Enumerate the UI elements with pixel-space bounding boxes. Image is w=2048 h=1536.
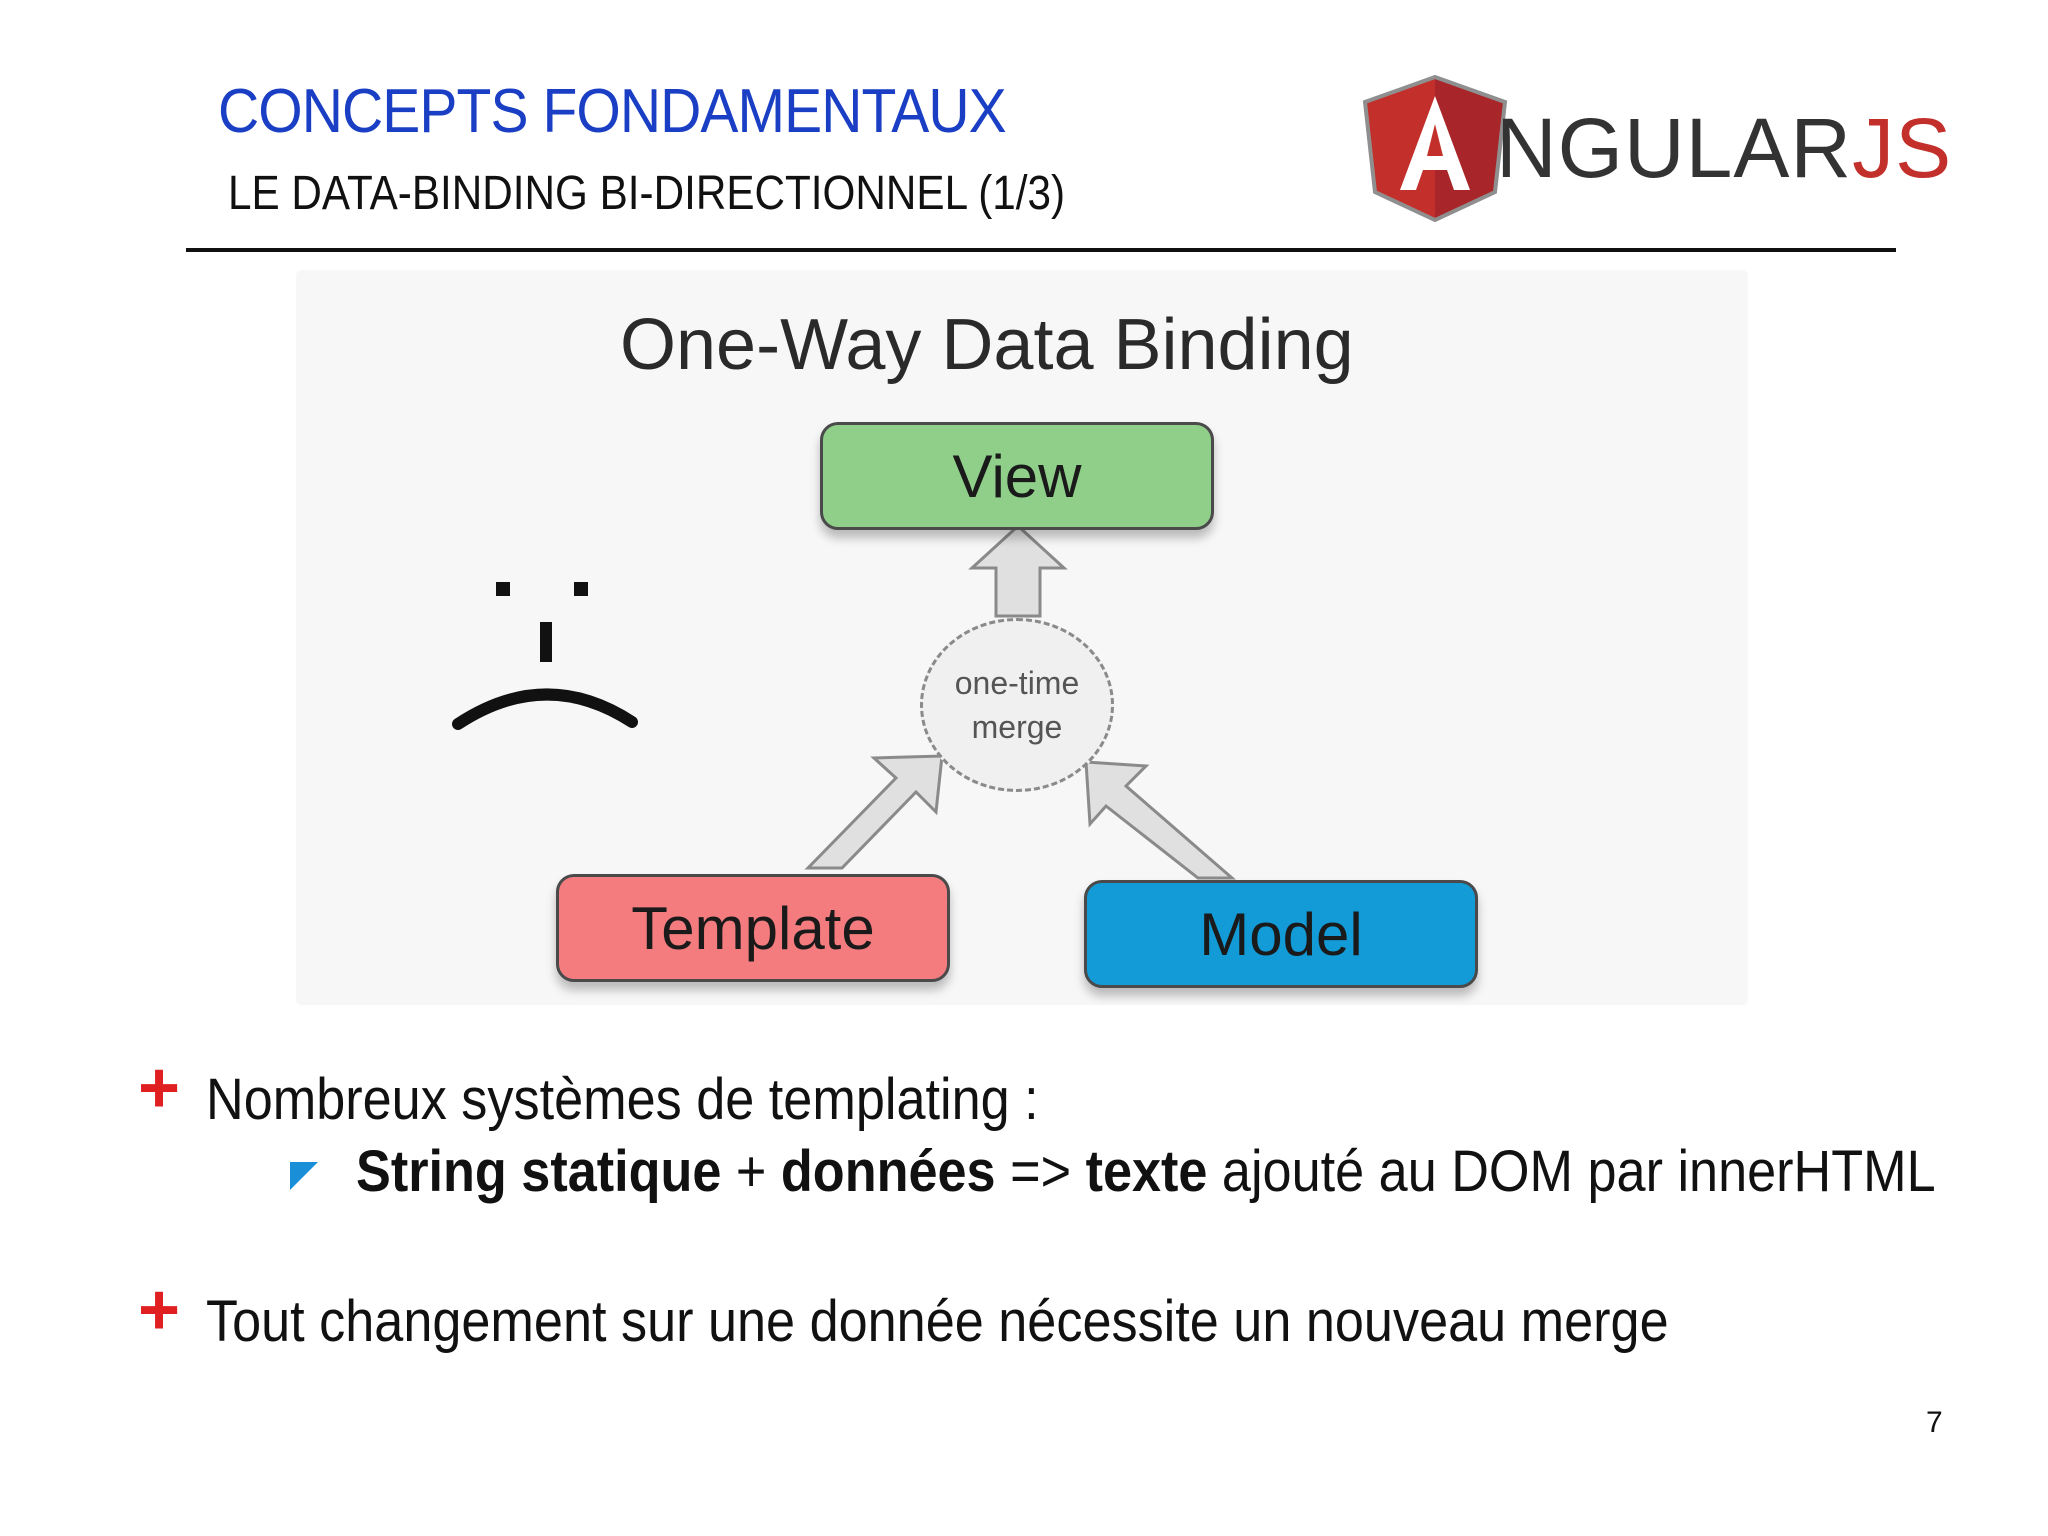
bullet-first-text: Nombreux systèmes de templating : xyxy=(206,1067,1039,1132)
sub-bullet-bold-string: String statique xyxy=(356,1139,722,1204)
bullet-second-text: Tout changement sur une donnée nécessite… xyxy=(206,1289,1669,1354)
sub-bullet-arrow-icon xyxy=(290,1162,318,1190)
arrow-to-view-icon xyxy=(968,523,1068,618)
sub-bullet-bold-texte: texte xyxy=(1085,1139,1208,1204)
template-node: Template xyxy=(556,874,950,982)
angularjs-wordmark: NGULARJS xyxy=(1496,100,1952,197)
merge-label-line1: one-time xyxy=(954,665,1080,701)
sub-bullet-bold-donnees: données xyxy=(780,1139,996,1204)
view-node: View xyxy=(820,422,1214,530)
model-node: Model xyxy=(1084,880,1478,988)
angular-shield-icon xyxy=(1362,74,1508,222)
model-node-label: Model xyxy=(1199,900,1363,968)
arrow-from-model-icon xyxy=(1084,760,1237,880)
bullet-marker: + xyxy=(138,1270,181,1350)
page-number: 7 xyxy=(1926,1406,1943,1439)
sub-bullet-rest: ajouté au DOM par innerHTML xyxy=(1207,1139,1936,1204)
diagram-title: One-Way Data Binding xyxy=(620,305,1354,385)
sub-bullet-text: String statique + données => texte ajout… xyxy=(356,1138,1936,1205)
logo-text: NGULARJS xyxy=(1496,101,1953,195)
sub-bullet-arrow-text: => xyxy=(995,1139,1086,1204)
angularjs-logo xyxy=(1362,74,1508,222)
view-node-label: View xyxy=(952,442,1082,510)
slide-title: CONCEPTS FONDAMENTAUX xyxy=(218,77,1007,146)
bullet-marker: + xyxy=(138,1048,181,1128)
header-divider xyxy=(186,248,1896,252)
one-time-merge-node: one-time merge xyxy=(920,618,1114,792)
arrow-from-template-icon xyxy=(804,754,944,870)
merge-label-line2: merge xyxy=(971,709,1063,745)
template-node-label: Template xyxy=(631,894,875,962)
slide-subtitle: LE DATA-BINDING BI-DIRECTIONNEL (1/3) xyxy=(228,167,1066,220)
sad-face-icon xyxy=(452,582,638,730)
sub-bullet-plus: + xyxy=(721,1139,781,1204)
